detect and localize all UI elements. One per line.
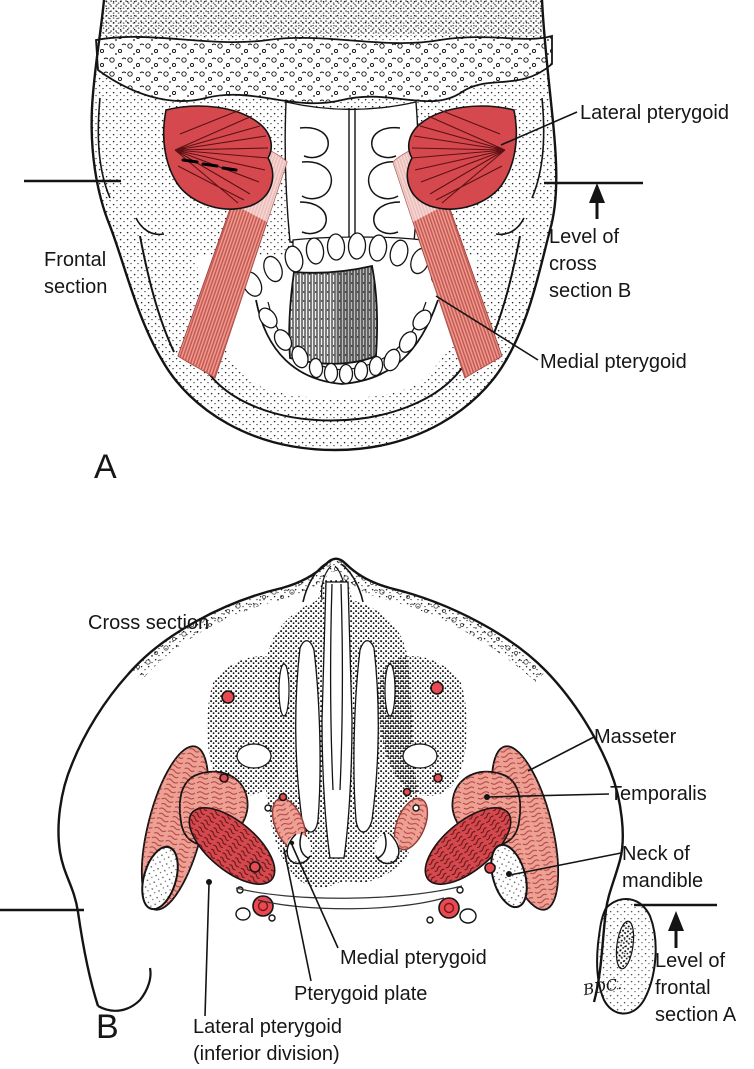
label-medial-pterygoid-a: Medial pterygoid	[540, 351, 687, 373]
label-cross-section: Cross section	[88, 612, 210, 634]
figure-letter-a: A	[94, 448, 117, 486]
label-lateral-pterygoid-b: Lateral pterygoid (inferior division)	[193, 1016, 342, 1065]
label-frontal-section: Frontal section	[44, 249, 108, 298]
label-pterygoid-plate: Pterygoid plate	[294, 983, 428, 1005]
figure-b-artwork	[0, 557, 717, 1017]
label-masseter: Masseter	[594, 726, 677, 748]
label-level-of-frontal-section-a: Level of frontal section A	[655, 950, 737, 1026]
label-lateral-pterygoid-a: Lateral pterygoid	[580, 102, 729, 124]
figure-a-artwork	[24, 0, 643, 452]
figure-letter-b: B	[96, 1008, 119, 1046]
label-neck-of-mandible: Neck of mandible	[622, 843, 704, 892]
label-level-of-cross-section-b: Level of cross section B	[549, 226, 632, 302]
label-medial-pterygoid-b: Medial pterygoid	[340, 947, 487, 969]
label-temporalis: Temporalis	[610, 783, 707, 805]
